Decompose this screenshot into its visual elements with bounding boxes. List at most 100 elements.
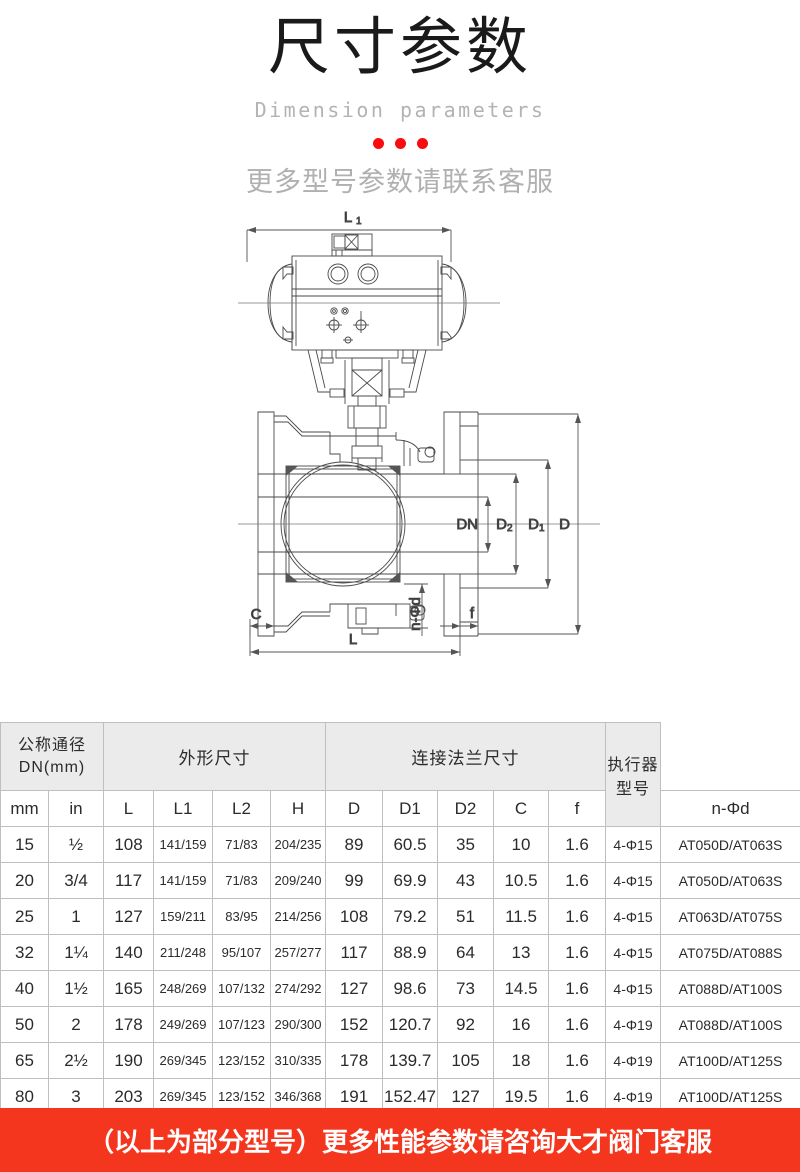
- cell-L1: 141/159: [153, 862, 214, 899]
- cell-D: 178: [325, 1042, 384, 1079]
- valve-drawing-svg: L 1: [238, 209, 600, 656]
- dimension-D2: [444, 473, 519, 575]
- page-subtitle-cn: 更多型号参数请联系客服: [246, 167, 554, 197]
- cell-L2: 123/152: [212, 1042, 272, 1079]
- cell-in: ½: [47, 826, 105, 863]
- header-overall-dimensions: 外形尺寸: [103, 722, 327, 791]
- cell-H: 214/256: [270, 898, 327, 935]
- page-title: 尺寸参数: [267, 13, 532, 82]
- footer-banner: （以上为部分型号）更多性能参数请咨询大才阀门客服: [0, 1108, 800, 1172]
- cell-in: 3/4: [47, 862, 105, 899]
- cell-D1: 88.9: [382, 934, 439, 971]
- subheader-L: L: [103, 790, 155, 827]
- valve-stem: [347, 405, 387, 471]
- cell-L: 127: [103, 898, 155, 935]
- cell-D2: 73: [437, 970, 495, 1007]
- cell-H: 290/300: [270, 1006, 327, 1043]
- cell-D: 99: [325, 862, 384, 899]
- table-row: 40 1½ 165 248/269 107/132 274/292 127 98…: [0, 970, 800, 1007]
- subheader-H: H: [270, 790, 327, 827]
- cell-in: 1½: [47, 970, 105, 1007]
- dot-icon: [416, 137, 428, 149]
- cell-mm: 50: [0, 1006, 49, 1043]
- subheader-mm: mm: [0, 790, 49, 827]
- cell-actuator-model: AT088D/AT100S: [660, 970, 800, 1007]
- bonnet: [329, 432, 436, 466]
- table-row: 32 1¼ 140 211/248 95/107 257/277 117 88.…: [0, 934, 800, 971]
- cell-mm: 20: [0, 862, 49, 899]
- cell-D1: 69.9: [382, 862, 439, 899]
- label-D: D: [559, 516, 570, 533]
- cell-D2: 51: [437, 898, 495, 935]
- cell-L1: 159/211: [153, 898, 214, 935]
- cell-mm: 65: [0, 1042, 49, 1079]
- cell-L1: 141/159: [153, 826, 214, 863]
- label-D2: D: [496, 516, 507, 533]
- cell-in: 2½: [47, 1042, 105, 1079]
- cell-D1: 139.7: [382, 1042, 439, 1079]
- cell-D: 117: [325, 934, 384, 971]
- subheader-D1: D1: [382, 790, 439, 827]
- subheader-n-phi-d: n-Φd: [660, 790, 800, 827]
- dimension-D1: [460, 459, 551, 589]
- cell-C: 14.5: [493, 970, 550, 1007]
- subheader-L1: L1: [153, 790, 214, 827]
- table-row: 50 2 178 249/269 107/123 290/300 152 120…: [0, 1006, 800, 1043]
- label-f: f: [470, 605, 475, 622]
- table-row: 20 3/4 117 141/159 71/83 209/240 99 69.9…: [0, 862, 800, 899]
- cell-n-phi-d: 4-Φ15: [605, 862, 662, 899]
- dimension-L: [249, 629, 461, 656]
- cell-D1: 60.5: [382, 826, 439, 863]
- cell-f: 1.6: [548, 1042, 607, 1079]
- dimension-spec-table: 公称通径 DN(mm) 外形尺寸 连接法兰尺寸 执行器型号 mm in L L1…: [0, 722, 800, 1115]
- label-D1: D: [528, 516, 539, 533]
- actuator-limit-switch: [331, 233, 373, 257]
- dot-icon: [372, 137, 384, 149]
- mounting-bracket: [307, 349, 427, 407]
- label-L: L: [349, 631, 357, 648]
- cell-H: 209/240: [270, 862, 327, 899]
- cell-actuator-model: AT050D/AT063S: [660, 862, 800, 899]
- subheader-C: C: [493, 790, 550, 827]
- cell-D1: 120.7: [382, 1006, 439, 1043]
- header-flange-dimensions: 连接法兰尺寸: [325, 722, 607, 791]
- cell-H: 274/292: [270, 970, 327, 1007]
- cell-L1: 269/345: [153, 1042, 214, 1079]
- cell-n-phi-d: 4-Φ15: [605, 826, 662, 863]
- page-subtitle-en: Dimension parameters: [254, 98, 546, 122]
- dimension-DN: [400, 496, 491, 553]
- subheader-D: D: [325, 790, 384, 827]
- cell-f: 1.6: [548, 970, 607, 1007]
- cell-D2: 64: [437, 934, 495, 971]
- cell-mm: 40: [0, 970, 49, 1007]
- label-C: C: [251, 606, 262, 623]
- header-nominal-diameter: 公称通径 DN(mm): [0, 722, 105, 791]
- label-D2-subscript: 2: [507, 523, 513, 534]
- cell-n-phi-d: 4-Φ19: [605, 1042, 662, 1079]
- cell-H: 257/277: [270, 934, 327, 971]
- cell-mm: 32: [0, 934, 49, 971]
- cell-f: 1.6: [548, 862, 607, 899]
- subheader-in: in: [47, 790, 105, 827]
- label-L1: L: [344, 209, 352, 226]
- subheader-D2: D2: [437, 790, 495, 827]
- cell-actuator-model: AT075D/AT088S: [660, 934, 800, 971]
- cell-D: 89: [325, 826, 384, 863]
- header-nominal-diameter-line1: 公称通径: [18, 736, 87, 754]
- table-group-header-row: 公称通径 DN(mm) 外形尺寸 连接法兰尺寸 执行器型号: [0, 722, 800, 827]
- label-D1-subscript: 1: [539, 523, 545, 534]
- dot-icon: [394, 137, 406, 149]
- dimension-bolt-hole: [404, 583, 428, 636]
- cell-n-phi-d: 4-Φ15: [605, 934, 662, 971]
- cell-C: 13: [493, 934, 550, 971]
- cell-actuator-model: AT063D/AT075S: [660, 898, 800, 935]
- cell-L2: 95/107: [212, 934, 272, 971]
- cell-C: 11.5: [493, 898, 550, 935]
- label-DN: DN: [456, 516, 478, 533]
- dimension-L1: [246, 227, 452, 262]
- cell-in: 2: [47, 1006, 105, 1043]
- cell-actuator-model: AT100D/AT125S: [660, 1042, 800, 1079]
- header-actuator-model: 执行器型号: [605, 722, 662, 827]
- cell-L1: 248/269: [153, 970, 214, 1007]
- cell-L: 140: [103, 934, 155, 971]
